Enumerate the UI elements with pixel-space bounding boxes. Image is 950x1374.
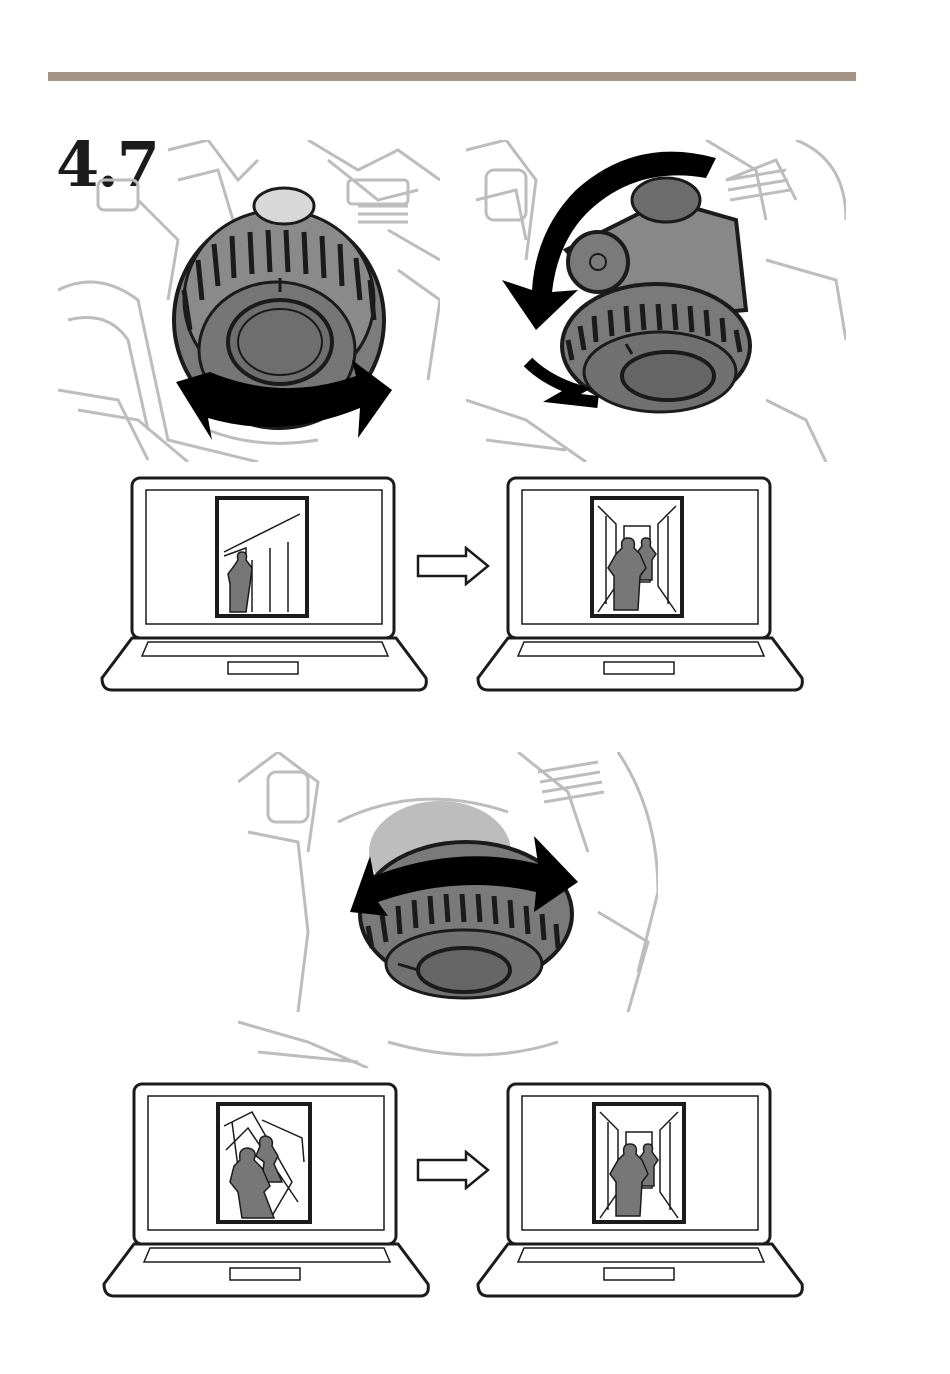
laptop-after-1 [476, 476, 806, 694]
screen-view-centered [594, 1104, 684, 1222]
header-rule [48, 72, 856, 81]
dome-camera [562, 178, 750, 412]
screen-view-tilted [217, 498, 307, 616]
tilt-illustration [466, 140, 846, 462]
pan-illustration [58, 140, 440, 462]
rotation-illustration [238, 752, 658, 1068]
laptop-before-1 [100, 476, 430, 694]
laptop-before-2 [102, 1082, 432, 1300]
screen-view-rotated [218, 1104, 310, 1222]
screen-view-centered [592, 498, 682, 616]
laptop-after-2 [476, 1082, 806, 1300]
